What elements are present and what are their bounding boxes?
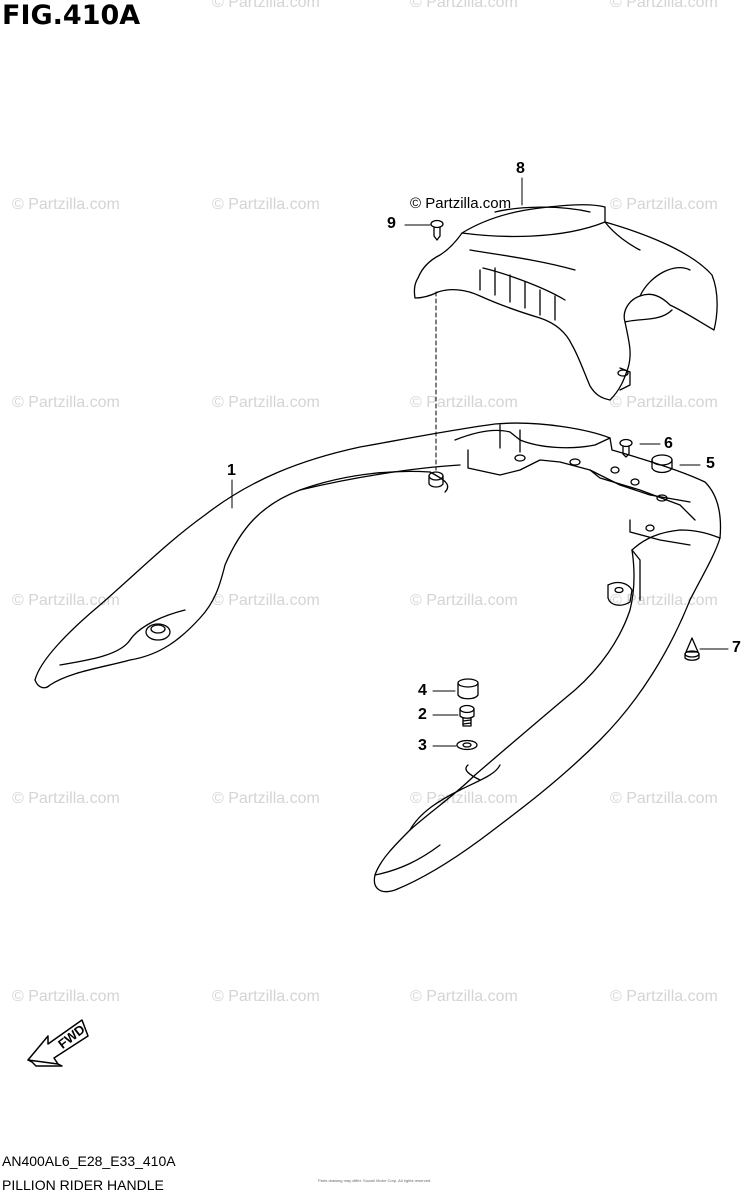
callout-4: 4 [418,682,427,699]
watermark: © Partzilla.com [212,592,320,609]
rear-cover-part-8 [413,204,718,401]
copyright-label: © Partzilla.com [410,195,512,212]
figure-name: PILLION RIDER HANDLE [2,1177,164,1193]
watermark: © Partzilla.com [410,592,518,609]
callout-3: 3 [418,737,427,754]
watermark: © Partzilla.com [212,790,320,807]
watermark: © Partzilla.com [610,196,718,213]
leader-lines [231,177,729,747]
watermark: © Partzilla.com [610,592,718,609]
callout-6: 6 [664,435,673,452]
screw-part-6 [619,438,633,458]
callout-9: 9 [387,215,396,232]
cushion-part-5 [651,454,673,474]
cap-part-4 [457,678,479,700]
washer-part-3 [456,739,478,751]
forward-arrow-icon: FWD [27,1019,89,1067]
watermark: © Partzilla.com [410,0,518,11]
screw-part-9 [430,219,444,241]
watermark: © Partzilla.com [12,790,120,807]
watermark: © Partzilla.com [410,394,518,411]
callout-2: 2 [418,706,427,723]
figure-title: FIG.410A [2,0,141,31]
callout-8: 8 [516,160,525,177]
watermark: © Partzilla.com [610,0,718,11]
watermark: © Partzilla.com [12,196,120,213]
watermark: © Partzilla.com [12,988,120,1005]
callout-1: 1 [227,462,236,479]
watermark: © Partzilla.com [12,592,120,609]
watermark: © Partzilla.com [610,988,718,1005]
watermark: © Partzilla.com [410,988,518,1005]
watermark: © Partzilla.com [12,394,120,411]
watermark: © Partzilla.com [610,790,718,807]
fine-print: Parts drawing may differ. Suzuki Motor C… [318,1178,432,1183]
callout-5: 5 [706,455,715,472]
pillion-handle-part-1 [34,422,722,893]
watermark: © Partzilla.com [610,394,718,411]
bolt-part-2 [459,704,475,727]
figure-code: AN400AL6_E28_E33_410A [2,1153,176,1169]
watermark: © Partzilla.com [212,988,320,1005]
watermark: © Partzilla.com [212,196,320,213]
watermark: © Partzilla.com [212,0,320,11]
callout-7: 7 [732,639,741,656]
watermark: © Partzilla.com [212,394,320,411]
cap-nut-part-7 [684,637,700,661]
